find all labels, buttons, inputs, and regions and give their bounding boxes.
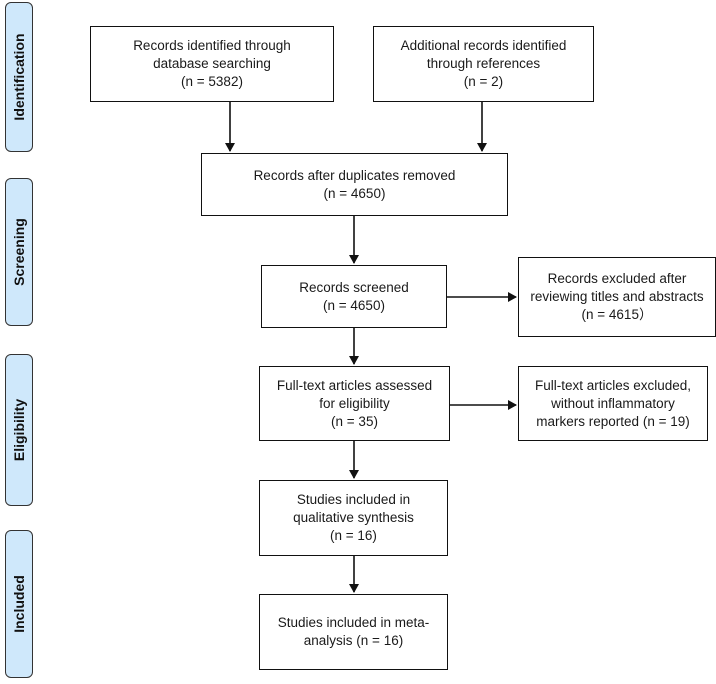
box-excluded-fulltext: Full-text articles excluded, without inf… [518, 366, 708, 441]
phase-screening: Screening [5, 178, 33, 326]
box-database-line2: database searching [153, 56, 271, 71]
box-database-search: Records identified through database sear… [90, 26, 334, 102]
box-excluded-titles: Records excluded after reviewing titles … [518, 257, 716, 337]
box-screened-line2: (n = 4650) [323, 297, 385, 313]
box-fulltext-assessed: Full-text articles assessed for eligibil… [259, 366, 450, 441]
box-meta-line1: Studies included in meta- [277, 615, 430, 630]
box-qualitative-line2: qualitative synthesis [293, 510, 414, 525]
box-qualitative-line1: Studies included in [296, 492, 411, 507]
box-excluded-titles-line1: Records excluded after [547, 271, 687, 286]
box-additional-line1: Additional records identified [400, 38, 567, 53]
box-excluded-fulltext-line2: without inflammatory [551, 395, 675, 411]
box-duplicates-line1: Records after duplicates removed [253, 167, 456, 183]
box-database-line1: Records identified through [133, 38, 291, 53]
box-records-screened: Records screened (n = 4650) [261, 265, 447, 328]
box-additional-line2: through references [426, 56, 541, 71]
box-additional-line3: (n = 2) [463, 74, 504, 89]
box-fulltext-line1: Full-text articles assessed [276, 377, 433, 393]
box-meta-line2: analysis (n = 16) [303, 633, 404, 648]
box-fulltext-line3: (n = 35) [331, 413, 378, 429]
box-excluded-titles-line3: (n = 4615） [581, 307, 653, 322]
phase-eligibility: Eligibility [5, 354, 33, 506]
box-excluded-fulltext-line3: markers reported (n = 19) [536, 413, 690, 429]
box-database-line3: (n = 5382) [181, 74, 243, 89]
box-duplicates-line2: (n = 4650) [323, 185, 386, 201]
box-duplicates-removed: Records after duplicates removed (n = 46… [201, 153, 508, 216]
box-qualitative-line3: (n = 16) [330, 528, 377, 543]
box-qualitative-synthesis: Studies included in qualitative synthesi… [259, 480, 448, 556]
box-excluded-titles-line2: reviewing titles and abstracts [530, 289, 704, 304]
phase-identification: Identification [5, 2, 33, 152]
box-screened-line1: Records screened [299, 279, 409, 295]
box-meta-analysis: Studies included in meta- analysis (n = … [259, 594, 448, 670]
box-excluded-fulltext-line1: Full-text articles excluded, [534, 377, 692, 393]
box-additional-records: Additional records identified through re… [373, 26, 594, 102]
phase-included: Included [5, 530, 33, 678]
box-fulltext-line2: for eligibility [319, 395, 390, 411]
